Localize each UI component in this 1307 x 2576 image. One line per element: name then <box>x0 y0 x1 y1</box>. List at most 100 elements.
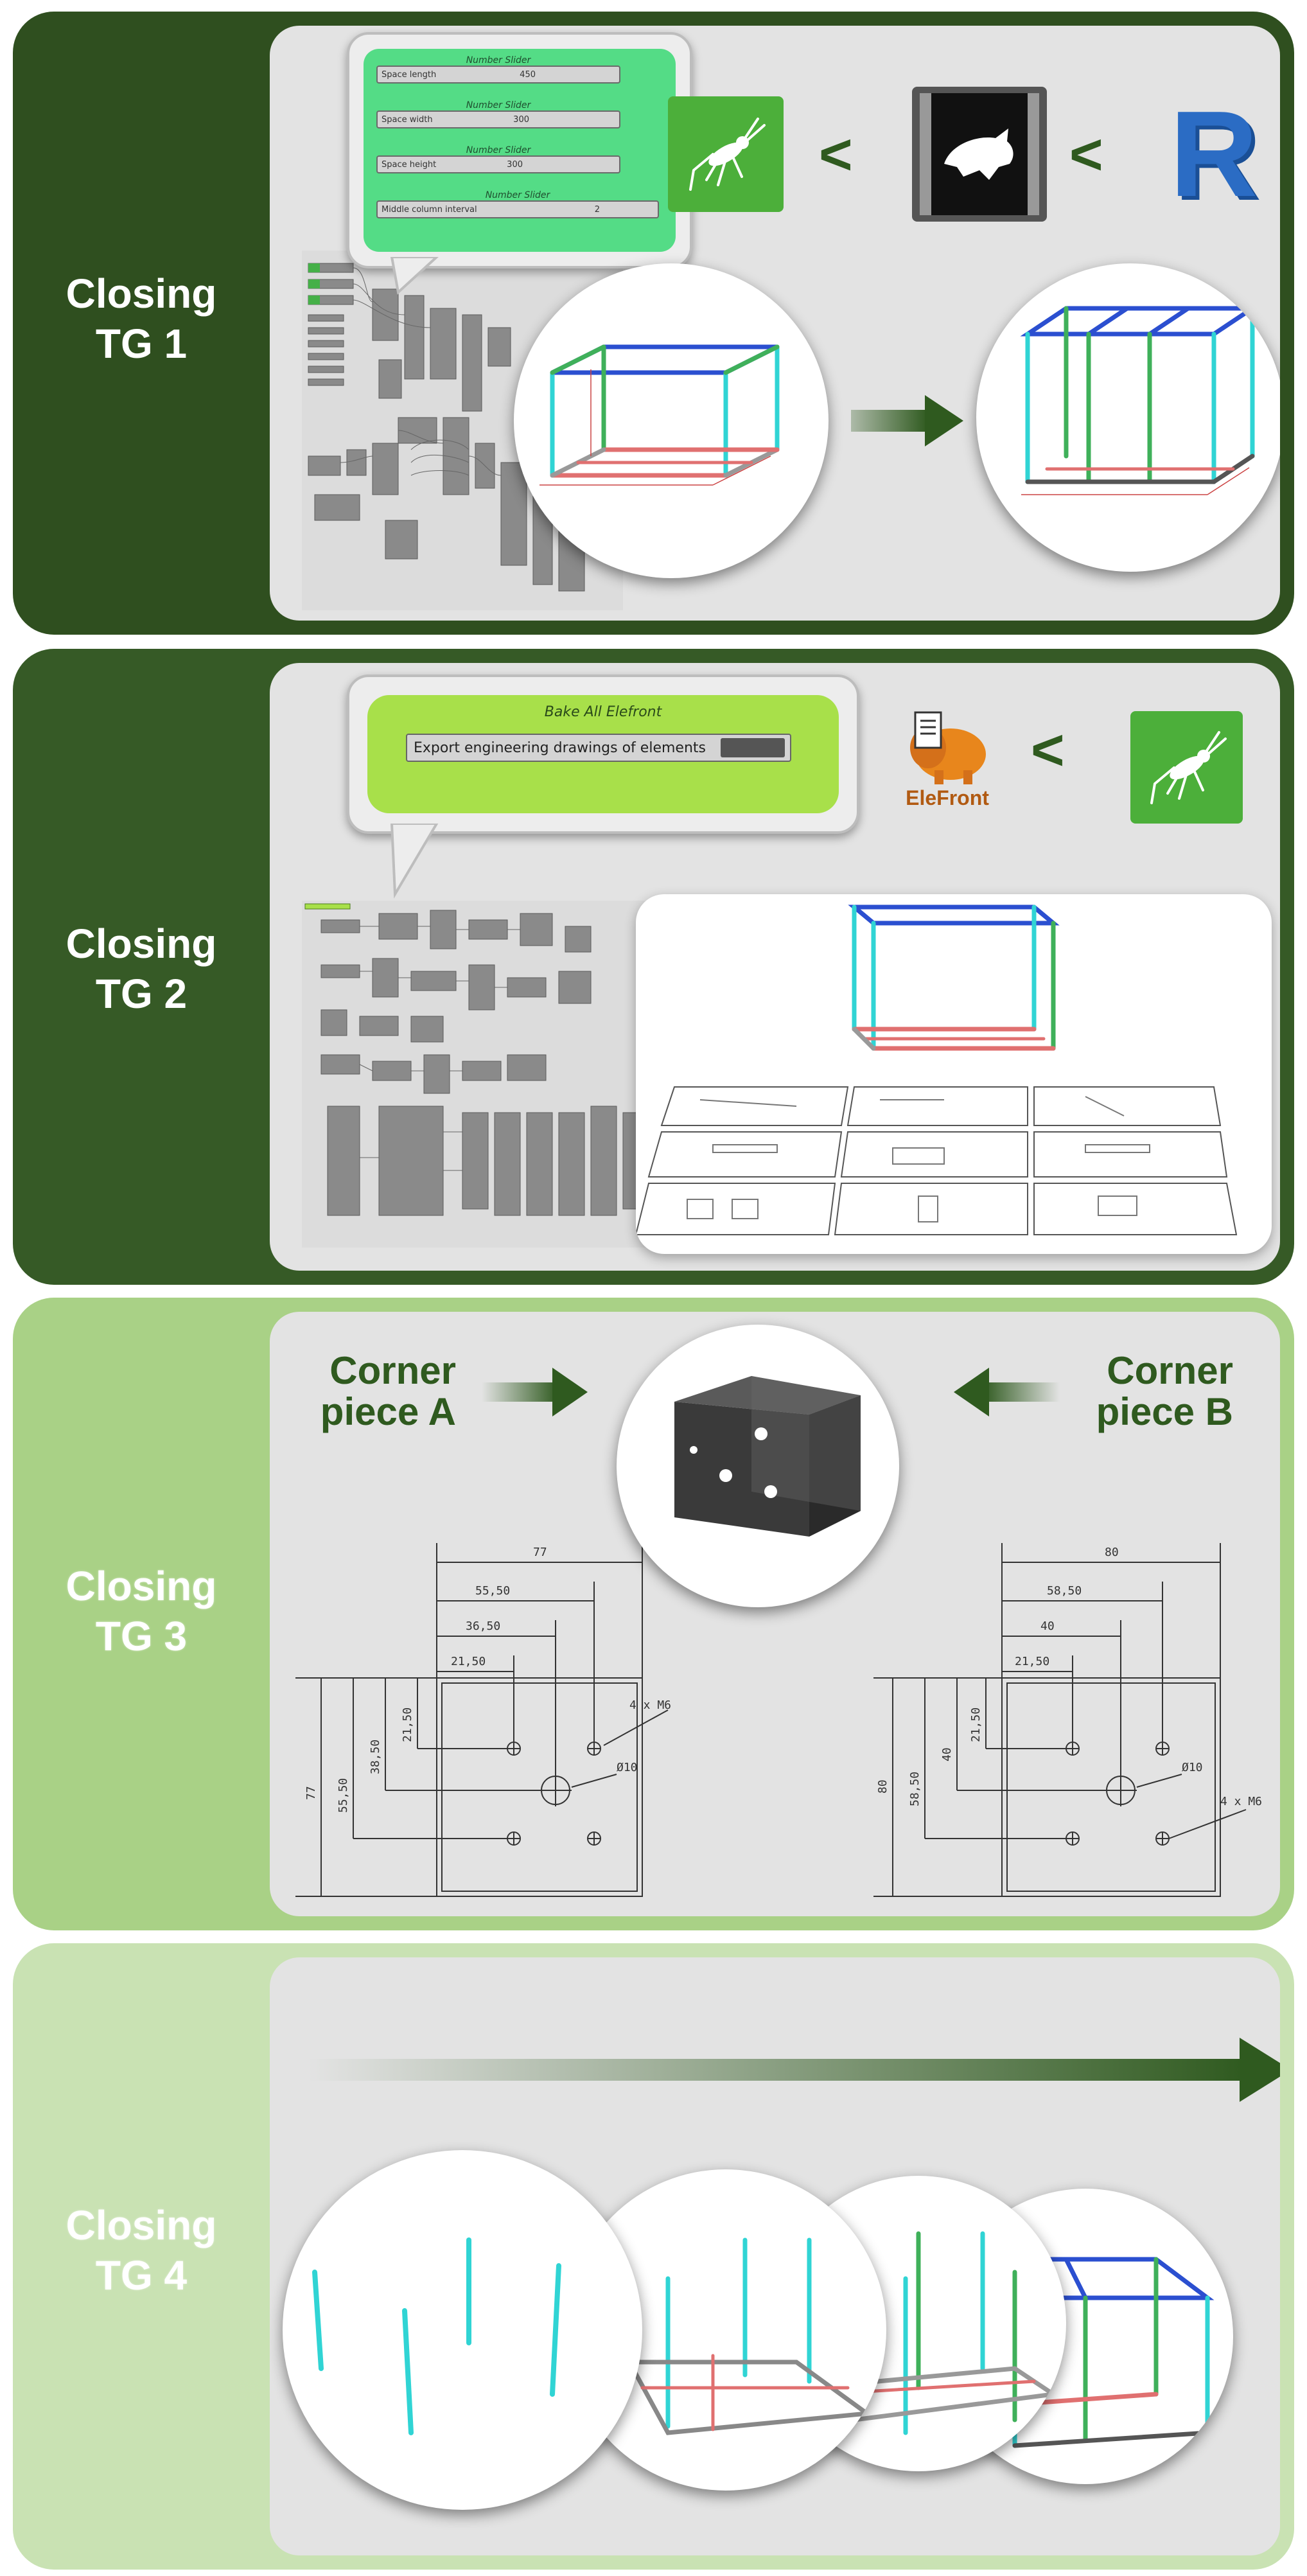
grasshopper-glyph <box>1150 730 1227 804</box>
panel-label-tg4: Closing TG 4 <box>13 2200 270 2300</box>
panel-label-tg1: Closing TG 1 <box>13 269 270 369</box>
dim-a-v5550: 55,50 <box>337 1778 350 1813</box>
dim-a-3650: 36,50 <box>466 1619 500 1633</box>
panel-label-line2: TG 3 <box>95 1613 188 1659</box>
dim-a-center: Ø10 <box>617 1761 638 1774</box>
tg4-content-area <box>270 1957 1280 2555</box>
dim-a-2150: 21,50 <box>451 1655 486 1668</box>
panel-label-line1: Closing <box>66 921 217 967</box>
dim-b-center: Ø10 <box>1182 1761 1203 1774</box>
bubble-tail <box>390 824 439 899</box>
slider-label: Middle column interval <box>382 204 477 215</box>
dim-a-77: 77 <box>533 1546 547 1559</box>
arrow-left <box>954 1368 1060 1416</box>
dim-b-80: 80 <box>1105 1546 1119 1559</box>
export-drawings-toggle[interactable]: Export engineering drawings of elements <box>406 734 791 762</box>
grasshopper-glyph <box>689 118 766 191</box>
panel-label-line2: TG 2 <box>95 971 188 1017</box>
frame-3d-view <box>539 344 780 486</box>
arrow-right <box>482 1368 588 1416</box>
slider-track[interactable]: Space length 450 <box>376 66 620 84</box>
export-drawings-label: Export engineering drawings of elements <box>414 739 706 756</box>
grasshopper-canvas-thumbnail <box>302 901 700 1248</box>
revit-letter: R <box>1170 86 1258 222</box>
panel-label-line1: Closing <box>66 2202 217 2248</box>
corner-b-line2: piece B <box>1096 1390 1233 1433</box>
panel-closing-tg1: Closing TG 1 <box>13 12 1294 635</box>
tg2-content-area: Bake All Elefront Export engineering dra… <box>270 663 1280 1271</box>
slider-value: 300 <box>507 159 523 170</box>
bake-component: Bake All Elefront Export engineering dra… <box>367 695 839 813</box>
grasshopper-icon <box>668 96 784 212</box>
progress-arrow <box>308 2038 1280 2102</box>
transform-arrow <box>851 395 963 446</box>
slider-group: Number Slider Space length 450 Number Sli… <box>364 49 676 252</box>
frame-preview-before <box>514 263 829 578</box>
toggle-switch[interactable] <box>721 738 785 757</box>
drawings-illustration <box>636 904 1238 1235</box>
elefront-icon: EleFront <box>896 701 999 817</box>
corner-piece-a-label: Corner piece A <box>308 1350 456 1433</box>
bubble-tail <box>390 257 439 295</box>
corner-b-line1: Corner <box>1107 1349 1233 1392</box>
corner-a-line2: piece A <box>320 1390 456 1433</box>
panel-label-tg2: Closing TG 2 <box>13 919 270 1019</box>
slider-title: Number Slider <box>466 100 531 110</box>
corner-piece-3d-model <box>674 1376 861 1537</box>
dim-b-5850: 58,50 <box>1047 1584 1082 1598</box>
revit-icon: R <box>1150 87 1278 222</box>
slider-title: Number Slider <box>466 55 531 66</box>
dim-a-v3850: 38,50 <box>369 1740 382 1774</box>
bake-title: Bake All Elefront <box>544 704 662 720</box>
dim-b-40: 40 <box>1040 1619 1055 1633</box>
frame-3d-view-extended <box>1020 306 1260 495</box>
corner-piece-b-label: Corner piece B <box>1085 1350 1233 1433</box>
dim-a-5550: 55,50 <box>475 1584 510 1598</box>
corner-a-line1: Corner <box>329 1349 456 1392</box>
panel-label-line2: TG 1 <box>95 321 188 367</box>
corner-piece-a-drawing: 77 55,50 36,50 21,50 21,50 38,50 55,50 7… <box>295 1543 671 1897</box>
rhino-icon-frame <box>920 93 1039 215</box>
dim-a-holes: 4 x M6 <box>629 1698 671 1712</box>
less-than-symbol: < <box>819 123 853 187</box>
dim-a-v2150: 21,50 <box>401 1707 414 1742</box>
tg1-content-area: Number Slider Space length 450 Number Sli… <box>270 26 1280 621</box>
slider-track[interactable]: Space width 300 <box>376 110 620 128</box>
less-than-symbol: < <box>1031 718 1065 782</box>
panel-closing-tg2: Closing TG 2 <box>13 649 1294 1285</box>
dim-b-v40: 40 <box>940 1747 954 1761</box>
rhino-icon <box>912 87 1047 222</box>
slider-label: Space width <box>382 114 433 125</box>
slider-track[interactable]: Middle column interval 2 <box>376 200 659 218</box>
corner-piece-3d-preview <box>617 1325 899 1607</box>
dim-b-2150: 21,50 <box>1015 1655 1049 1668</box>
rhino-glyph <box>944 128 1013 180</box>
slider-label: Space height <box>382 159 437 170</box>
slider-space-width[interactable]: Number Slider Space width 300 <box>376 100 620 128</box>
tg3-content-area: Corner piece A Corner piece B <box>270 1312 1280 1916</box>
panel-label-line1: Closing <box>66 1563 217 1609</box>
slider-callout-bubble: Number Slider Space length 450 Number Sli… <box>347 32 692 269</box>
grasshopper-icon <box>1130 711 1243 824</box>
elefront-label: EleFront <box>906 786 989 809</box>
slider-value: 450 <box>520 69 536 80</box>
slider-label: Space length <box>382 69 437 80</box>
dim-b-v5850: 58,50 <box>908 1772 922 1806</box>
frame-preview-after <box>976 263 1280 572</box>
slider-value: 2 <box>594 204 600 215</box>
panel-closing-tg4: Closing TG 4 <box>13 1943 1294 2570</box>
slider-middle-column-interval[interactable]: Number Slider Middle column interval 2 <box>376 190 659 218</box>
bake-callout-bubble: Bake All Elefront Export engineering dra… <box>347 675 859 834</box>
slider-space-length[interactable]: Number Slider Space length 450 <box>376 55 620 84</box>
less-than-symbol: < <box>1069 123 1103 187</box>
dim-b-v2150: 21,50 <box>969 1707 983 1742</box>
dim-b-v80: 80 <box>876 1779 890 1794</box>
panel-closing-tg3: Closing TG 3 Corner piece A Corner piece… <box>13 1298 1294 1930</box>
engineering-drawings-preview <box>636 894 1272 1254</box>
slider-value: 300 <box>513 114 529 125</box>
corner-piece-b-drawing: 80 58,50 40 21,50 21,50 40 58,50 80 4 x … <box>873 1543 1262 1897</box>
slider-track[interactable]: Space height 300 <box>376 155 620 173</box>
panel-label-line2: TG 4 <box>95 2252 188 2298</box>
slider-title: Number Slider <box>485 190 550 200</box>
